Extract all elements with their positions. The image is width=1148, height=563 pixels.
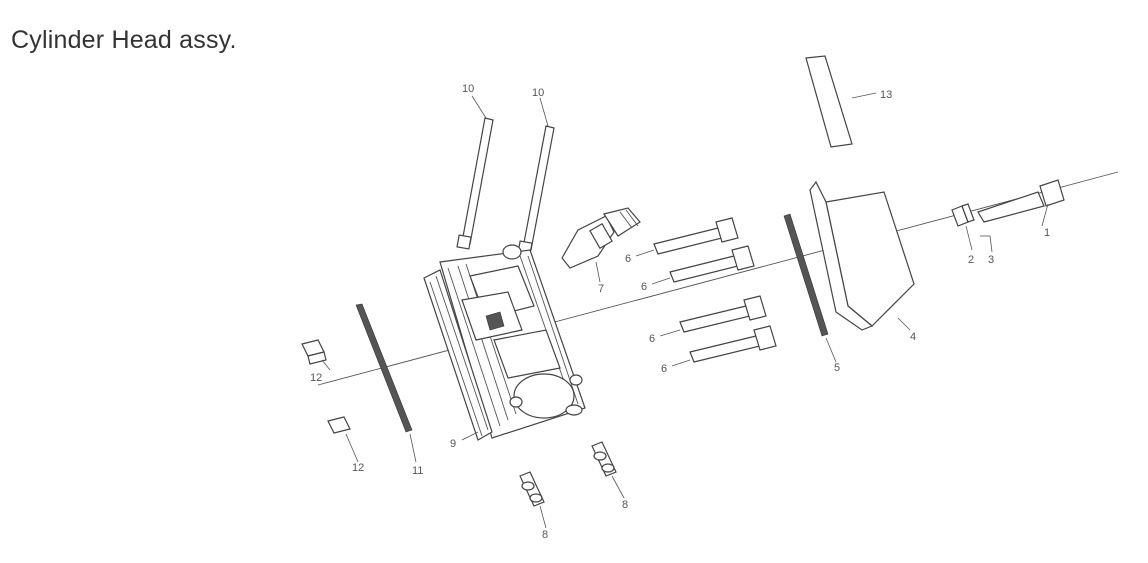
callout-4: 4 [910, 331, 916, 343]
callout-12b: 12 [352, 462, 364, 474]
part-6-bolt-a [653, 217, 739, 255]
part-10-rod-right [517, 125, 555, 256]
part-12-plug-bottom [327, 416, 351, 434]
part-8-stud-left [519, 471, 545, 507]
part-13-shield [805, 55, 853, 148]
part-10-rod-left [456, 117, 494, 250]
part-12-plug-top [301, 339, 327, 365]
callout-6d: 6 [661, 363, 667, 375]
part-11-gasket [355, 303, 413, 433]
callout-2: 2 [968, 254, 974, 266]
callout-6b: 6 [641, 281, 647, 293]
callout-labels: 1 2 3 4 5 6 6 6 6 7 8 8 9 10 10 11 12 12… [310, 83, 1050, 541]
callout-10b: 10 [532, 87, 544, 99]
callout-5: 5 [834, 362, 840, 374]
part-2-3-nut-washer [951, 203, 975, 227]
callout-9: 9 [450, 438, 456, 450]
callout-1: 1 [1044, 227, 1050, 239]
part-8-stud-right [591, 441, 617, 477]
part-4-valve-cover [809, 180, 915, 331]
callout-3: 3 [988, 254, 994, 266]
part-1-long-bolt [977, 179, 1065, 223]
callout-12a: 12 [310, 372, 322, 384]
callout-6a: 6 [625, 253, 631, 265]
callout-13: 13 [880, 89, 892, 101]
page-title: Cylinder Head assy. [11, 26, 237, 54]
part-6-bolt-d [689, 325, 777, 363]
callout-6c: 6 [649, 333, 655, 345]
part-6-bolt-c [679, 295, 767, 333]
callout-8b: 8 [622, 499, 628, 511]
leader-lines [321, 92, 1049, 529]
part-9-cylinder-head [423, 244, 586, 441]
callout-8a: 8 [542, 529, 548, 541]
part-7-spark-plug [561, 207, 641, 269]
callout-7: 7 [598, 283, 604, 295]
part-6-bolt-b [669, 245, 755, 283]
callout-10a: 10 [462, 83, 474, 95]
callout-11: 11 [412, 465, 423, 477]
part-5-gasket [783, 213, 829, 337]
